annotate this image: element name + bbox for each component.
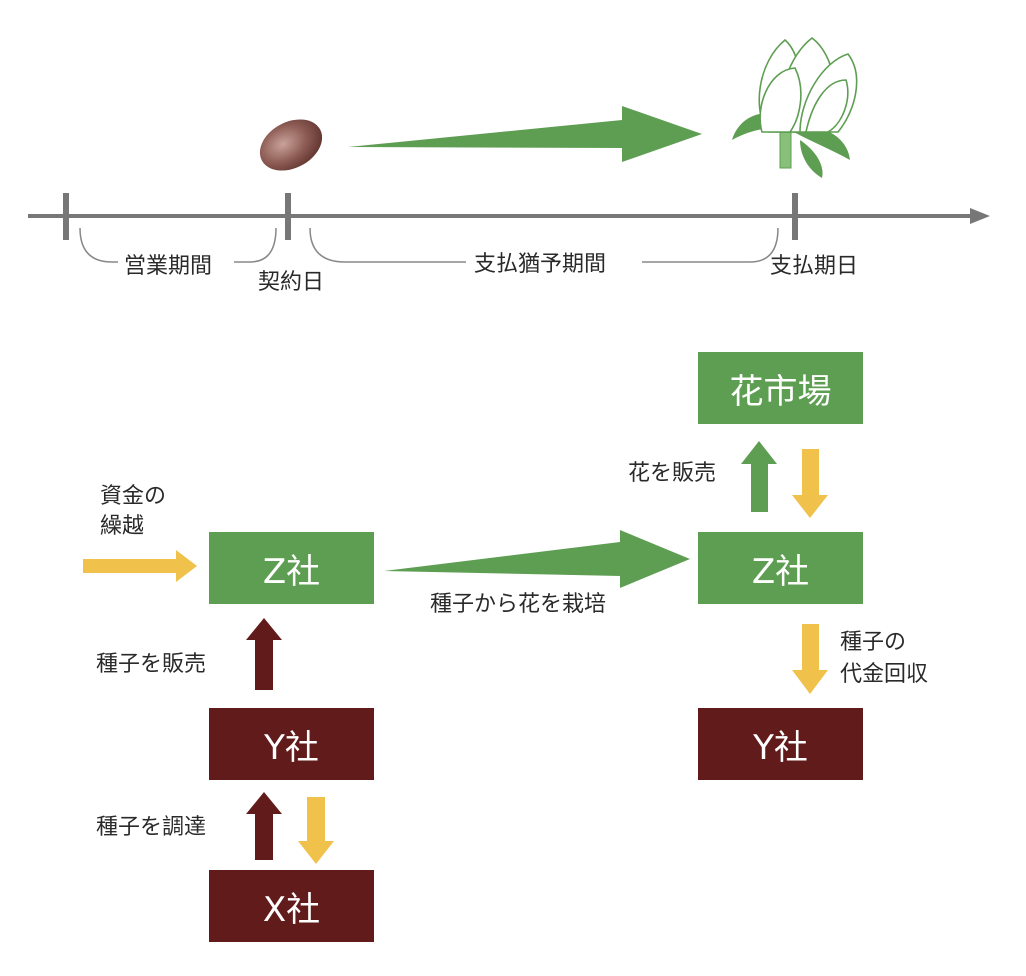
x-company-box: X社 [209, 870, 374, 942]
payment-arrow-to-x [298, 797, 334, 864]
flower-market-text: 花市場 [729, 371, 832, 412]
procure-seeds-arrow [246, 792, 282, 860]
sales-period-label: 営業期間 [120, 252, 217, 282]
z-company-text-right: Z社 [751, 551, 810, 592]
due-date-label: 支払期日 [770, 254, 859, 279]
x-company-text: X社 [262, 889, 321, 930]
sell-flowers-arrow [741, 441, 777, 512]
seed-icon [259, 119, 323, 171]
y-company-box-left: Y社 [209, 708, 374, 780]
z-company-text-left: Z社 [262, 551, 321, 592]
bracket-sales-period [79, 227, 277, 263]
y-company-text-left: Y社 [264, 727, 319, 768]
y-company-box-right: Y社 [698, 708, 863, 780]
growth-arrow-top [348, 106, 702, 162]
flower-revenue-arrow [792, 449, 828, 518]
growth-arrow-bottom [384, 530, 690, 588]
deferral-period-label: 支払猶予期間 [470, 250, 611, 280]
timeline-axis [28, 208, 990, 224]
carry-over-arrow [83, 550, 197, 582]
y-company-text-right: Y社 [753, 727, 808, 768]
procure-seeds-label: 種子を調達 [96, 815, 207, 840]
carry-over-label-line2: 繰越 [100, 514, 145, 539]
flower-market-box: 花市場 [698, 352, 863, 424]
contract-date-label: 契約日 [258, 270, 325, 295]
collect-payment-label-line2: 代金回収 [840, 662, 929, 687]
sell-flowers-label: 花を販売 [628, 461, 717, 486]
z-company-box-left: Z社 [209, 532, 374, 604]
collect-payment-label-line1: 種子の [840, 630, 907, 655]
carry-over-label-line1: 資金の [100, 484, 167, 509]
z-company-box-right: Z社 [698, 532, 863, 604]
sell-seeds-label: 種子を販売 [96, 652, 207, 677]
bracket-deferral-period [309, 227, 779, 263]
sell-seeds-arrow [246, 618, 282, 690]
collect-payment-arrow [792, 624, 828, 694]
grow-flowers-label: 種子から花を栽培 [430, 592, 607, 617]
flower-icon [732, 36, 858, 178]
